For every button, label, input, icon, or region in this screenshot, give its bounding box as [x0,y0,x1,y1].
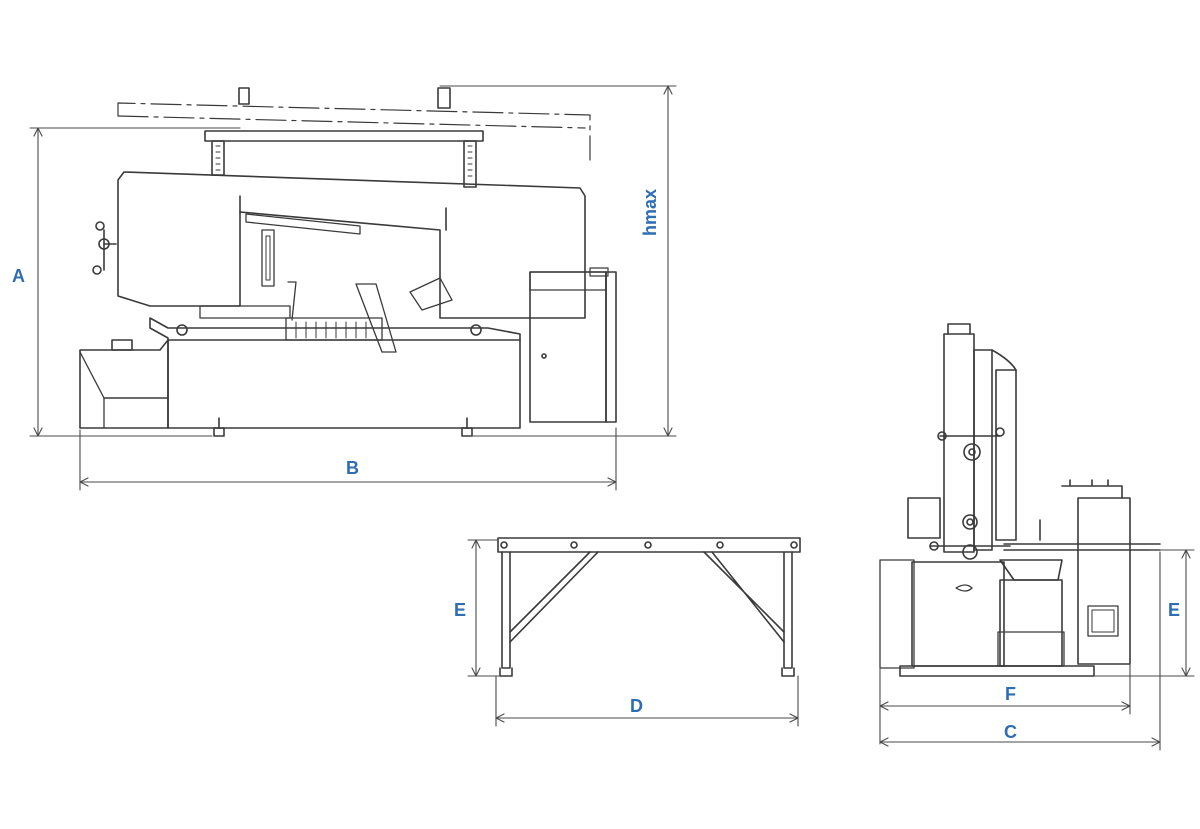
front-view-machine [79,87,617,437]
foot-right [461,427,473,437]
saw-bow-housing [117,171,586,319]
dimension-label-e-table: E [454,600,466,620]
chip-tray [79,339,169,429]
dimension-lines-table [467,539,799,727]
side-base-body [911,561,1005,667]
table-leg-right [783,551,793,669]
dimension-label-c: C [1004,722,1017,742]
dimension-label-d: D [630,696,643,716]
brace-right [703,551,785,643]
side-base-plate [899,665,1095,677]
support-table [497,537,801,677]
side-view-machine [879,323,1161,677]
dimension-lines-side [879,549,1195,751]
dimension-label-b: B [346,458,359,478]
dimension-lines-front [29,85,677,491]
table-leg-left [501,551,511,669]
roller-conveyor [285,317,383,341]
guide-column-right [463,140,477,188]
machine-bed [149,317,521,429]
vice-jaw [287,281,297,321]
dimension-label-a: A [12,266,25,286]
table-top [497,537,801,553]
side-handwheel-upper-icon [937,427,1005,461]
dimension-label-hmax: hmax [640,189,660,236]
brace-left [509,551,599,643]
side-cabinet [1077,497,1131,665]
foot-left [213,427,225,437]
blade-guide [245,213,361,235]
dimension-label-f: F [1005,684,1016,704]
handwheel-icon [92,221,117,275]
raised-post-right [437,87,451,109]
side-motor-box [907,497,941,539]
dimension-label-e-side: E [1168,600,1180,620]
side-coolant-tank [999,579,1063,667]
side-chip-chute [999,559,1063,581]
top-crossbar [204,130,484,142]
bow-raised-outline [117,102,591,161]
raised-post-left [238,87,250,105]
control-cabinet [529,271,607,423]
side-handwheel-lower-icon [929,514,1011,560]
